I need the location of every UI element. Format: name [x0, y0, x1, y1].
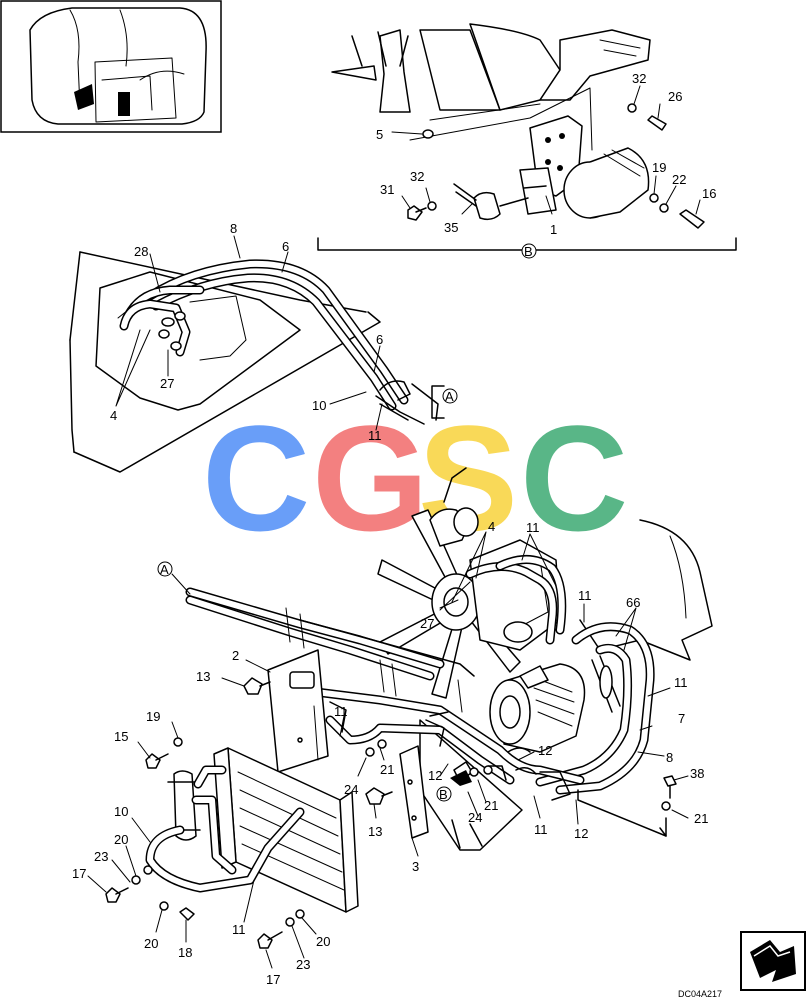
callout-7: 7	[678, 711, 685, 726]
callout-6-mid: 6	[376, 332, 383, 347]
callout-11-main-right: 11	[578, 588, 592, 603]
callout-12-mid: 12	[428, 768, 442, 783]
callout-16: 16	[702, 186, 716, 201]
bolt-31	[407, 205, 427, 221]
callout-2: 2	[232, 648, 239, 663]
callout-13-lower: 13	[368, 824, 382, 839]
callout-12-upper: 12	[538, 743, 552, 758]
view-marker-a-lower: A	[160, 562, 169, 577]
callout-27-upper: 27	[160, 376, 174, 391]
callout-10-upper: 10	[312, 398, 326, 413]
callout-27-main: 27	[420, 616, 434, 631]
callout-23-left: 23	[94, 849, 108, 864]
callout-20-lower-left: 20	[144, 936, 158, 951]
bolt-18	[179, 907, 195, 921]
callout-20-lower-right: 20	[316, 934, 330, 949]
bolt-38	[663, 775, 677, 799]
ac-compressor	[489, 663, 586, 753]
callout-32-upper: 32	[632, 71, 646, 86]
callout-11-bottom: 11	[232, 922, 246, 937]
callout-20-upper: 20	[114, 832, 128, 847]
callout-31: 31	[380, 182, 394, 197]
callout-11-far-right: 11	[674, 675, 688, 690]
callout-28: 28	[134, 244, 148, 259]
callout-35: 35	[444, 220, 458, 235]
bolt-13-upper	[243, 677, 271, 695]
watermark-letter-g: G	[312, 394, 429, 562]
detail-view-b: 5 32 26 32 31 35 1 19 22 16 B	[317, 23, 737, 259]
callout-4-upper: 4	[110, 408, 117, 423]
callout-66: 66	[626, 595, 640, 610]
main-assembly-view: B A	[72, 467, 713, 987]
bolt-15	[145, 753, 169, 769]
next-page-arrow-icon[interactable]	[740, 931, 806, 991]
callout-19: 19	[652, 160, 666, 175]
callout-5: 5	[376, 127, 383, 142]
callout-4-main: 4	[488, 519, 495, 534]
callout-17-left: 17	[72, 866, 86, 881]
callout-38: 38	[690, 766, 704, 781]
callout-13-upper: 13	[196, 669, 210, 684]
callout-24-left: 24	[344, 782, 358, 797]
callout-21-right: 21	[694, 811, 708, 826]
view-marker-a-upper: A	[445, 389, 454, 404]
upper-hose-view: A 8 6 28 6 27 4 10 11	[69, 221, 458, 473]
callout-15: 15	[114, 729, 128, 744]
callout-23-bottom: 23	[296, 957, 310, 972]
callout-17-bottom: 17	[266, 972, 280, 987]
watermark-letter-c1: C	[202, 394, 310, 562]
callout-12-lower: 12	[574, 826, 588, 841]
callout-6-upper: 6	[282, 239, 289, 254]
callout-3: 3	[412, 859, 419, 874]
callout-26: 26	[668, 89, 682, 104]
bolt-17-bottom	[257, 931, 283, 949]
callout-22: 22	[672, 172, 686, 187]
view-marker-b-detail: B	[524, 244, 533, 259]
callout-11-left-clamp: 11	[334, 704, 348, 719]
bolt-17-left	[105, 887, 129, 903]
callout-10-main: 10	[114, 804, 128, 819]
callout-8-main: 8	[666, 750, 673, 765]
callout-11-main-top: 11	[526, 520, 540, 535]
callout-21-left: 21	[380, 762, 394, 777]
callout-18: 18	[178, 945, 192, 960]
machine-locator-inset	[0, 0, 222, 133]
callout-8-upper: 8	[230, 221, 237, 236]
callout-11-bottom-right: 11	[534, 822, 548, 837]
callout-11-upper: 11	[368, 428, 382, 443]
view-marker-b-main: B	[439, 787, 448, 802]
watermark-letter-c2: C	[520, 394, 628, 562]
callout-24-mid: 24	[468, 810, 482, 825]
bolt-13-lower	[365, 787, 393, 805]
callout-19-main: 19	[146, 709, 160, 724]
callout-32-lower: 32	[410, 169, 424, 184]
callout-21-mid: 21	[484, 798, 498, 813]
drawing-reference-code: DC04A217	[678, 989, 722, 999]
callout-1: 1	[550, 222, 557, 237]
